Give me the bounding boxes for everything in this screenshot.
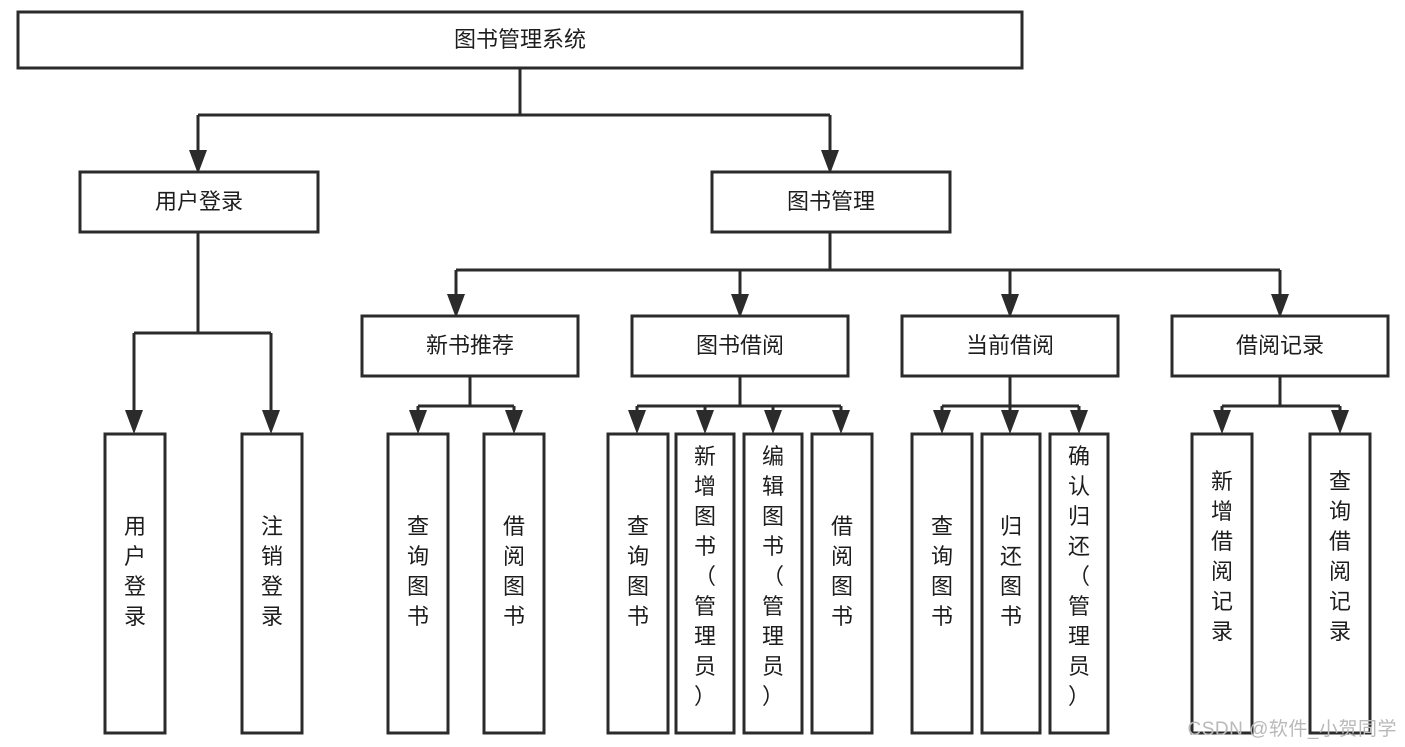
edge-userlogin-bus <box>132 232 273 418</box>
leaf-nbr-borrow-book-label: 借阅图书 <box>503 514 525 629</box>
edge-borrowrecord-bus <box>1220 376 1342 418</box>
csdn-watermark: CSDN @软件_小贺同学 <box>1187 719 1397 740</box>
leaf-nbr-borrow-book-box[interactable] <box>482 432 546 735</box>
arrowhead-nbr-query-book <box>409 410 427 434</box>
leaf-logout-label: 注销登录 <box>261 514 283 629</box>
leaf-bb-borrow-book[interactable]: 借阅图书 <box>810 432 874 735</box>
node-current-borrow-box[interactable] <box>900 314 1120 378</box>
node-root-label: 图书管理系统 <box>454 27 586 52</box>
node-book-borrow[interactable]: 图书借阅 <box>630 314 850 378</box>
leaf-cb-return-book-label: 归还图书 <box>1000 514 1022 629</box>
leaf-user-login-label: 用户登录 <box>124 514 146 629</box>
leaf-br-query-record-label: 查询借阅记录 <box>1329 469 1351 644</box>
arrowhead-to-user-login-leaf <box>125 410 143 434</box>
leaf-bb-query-book[interactable]: 查询图书 <box>606 432 670 735</box>
leaf-cb-query-book-label: 查询图书 <box>931 514 953 629</box>
leaf-cb-confirm-return[interactable]: 确认归还（管理员） <box>1048 432 1110 735</box>
leaf-bb-borrow-book-label: 借阅图书 <box>831 514 853 629</box>
node-current-borrow-label: 当前借阅 <box>966 333 1054 358</box>
leaf-nbr-query-book-label: 查询图书 <box>407 514 429 629</box>
node-new-book-recommend-label: 新书推荐 <box>426 333 514 358</box>
arrowhead-cb-return-book <box>1001 410 1019 434</box>
edge-bookborrow-bus <box>635 376 843 418</box>
node-current-borrow[interactable]: 当前借阅 <box>900 314 1120 378</box>
leaf-cb-return-book[interactable]: 归还图书 <box>980 432 1042 735</box>
node-root-box[interactable] <box>16 10 1024 70</box>
node-user-login-label: 用户登录 <box>155 189 243 214</box>
leaf-bb-add-book-label: 新增图书（管理员） <box>694 444 716 709</box>
node-borrow-record-box[interactable] <box>1170 314 1390 378</box>
arrowhead-bb-edit-book <box>764 410 782 434</box>
node-user-login-box[interactable] <box>78 170 320 234</box>
leaf-cb-confirm-return-box[interactable] <box>1048 432 1110 735</box>
leaf-cb-return-book-box[interactable] <box>980 432 1042 735</box>
leaf-logout-box[interactable] <box>240 432 304 735</box>
arrowhead-bb-add-book <box>696 410 714 434</box>
leaf-bb-query-book-label: 查询图书 <box>627 514 649 629</box>
leaf-bb-query-book-box[interactable] <box>606 432 670 735</box>
arrowhead-to-book-mgmt <box>821 150 839 174</box>
connector-layer <box>125 68 1349 434</box>
node-borrow-record-label: 借阅记录 <box>1236 333 1324 358</box>
node-book-borrow-box[interactable] <box>630 314 850 378</box>
leaf-user-login-box[interactable] <box>103 432 167 735</box>
arrowhead-br-query-record <box>1331 410 1349 434</box>
leaf-cb-query-book-box[interactable] <box>910 432 974 735</box>
leaf-cb-query-book[interactable]: 查询图书 <box>910 432 974 735</box>
arrowhead-to-new-book-rec <box>447 294 465 318</box>
leaf-bb-edit-book-box[interactable] <box>742 432 804 735</box>
leaf-nbr-query-book[interactable]: 查询图书 <box>386 432 450 735</box>
edge-root-bus <box>196 68 832 158</box>
leaf-nbr-query-book-box[interactable] <box>386 432 450 735</box>
leaf-bb-edit-book[interactable]: 编辑图书（管理员） <box>742 432 804 735</box>
arrowhead-to-book-borrow <box>731 294 749 318</box>
leaf-logout[interactable]: 注销登录 <box>240 432 304 735</box>
edge-bookmgmt-bus <box>454 232 1282 302</box>
node-root[interactable]: 图书管理系统 <box>16 10 1024 70</box>
arrowhead-bb-borrow-book <box>832 410 850 434</box>
node-book-management[interactable]: 图书管理 <box>710 170 952 234</box>
node-book-borrow-label: 图书借阅 <box>696 333 784 358</box>
leaf-bb-edit-book-label: 编辑图书（管理员） <box>762 444 784 709</box>
leaf-br-query-record[interactable]: 查询借阅记录 <box>1308 432 1372 735</box>
edge-newbookrec-bus <box>416 376 516 418</box>
node-borrow-record[interactable]: 借阅记录 <box>1170 314 1390 378</box>
arrowhead-to-logout-leaf <box>262 410 280 434</box>
leaf-nbr-borrow-book[interactable]: 借阅图书 <box>482 432 546 735</box>
leaf-br-add-record[interactable]: 新增借阅记录 <box>1190 432 1254 735</box>
leaf-bb-add-book-box[interactable] <box>674 432 736 735</box>
arrowhead-cb-query-book <box>933 410 951 434</box>
arrowhead-nbr-borrow-book <box>505 410 523 434</box>
node-book-management-label: 图书管理 <box>787 189 875 214</box>
node-book-management-box[interactable] <box>710 170 952 234</box>
arrowhead-br-add-record <box>1213 410 1231 434</box>
leaf-bb-borrow-book-box[interactable] <box>810 432 874 735</box>
leaf-bb-add-book[interactable]: 新增图书（管理员） <box>674 432 736 735</box>
node-user-login[interactable]: 用户登录 <box>78 170 320 234</box>
leaf-cb-confirm-return-label: 确认归还（管理员） <box>1068 444 1090 709</box>
arrowhead-bb-query-book <box>628 410 646 434</box>
arrowhead-to-current-borrow <box>1001 294 1019 318</box>
leaf-br-query-record-box[interactable] <box>1308 432 1372 735</box>
leaf-br-add-record-label: 新增借阅记录 <box>1211 469 1233 644</box>
node-new-book-recommend-box[interactable] <box>360 314 580 378</box>
leaf-br-add-record-box[interactable] <box>1190 432 1254 735</box>
arrowhead-cb-confirm-return <box>1070 410 1088 434</box>
leaf-user-login[interactable]: 用户登录 <box>103 432 167 735</box>
arrowhead-to-borrow-record <box>1271 294 1289 318</box>
arrowhead-to-user-login <box>189 150 207 174</box>
node-new-book-recommend[interactable]: 新书推荐 <box>360 314 580 378</box>
